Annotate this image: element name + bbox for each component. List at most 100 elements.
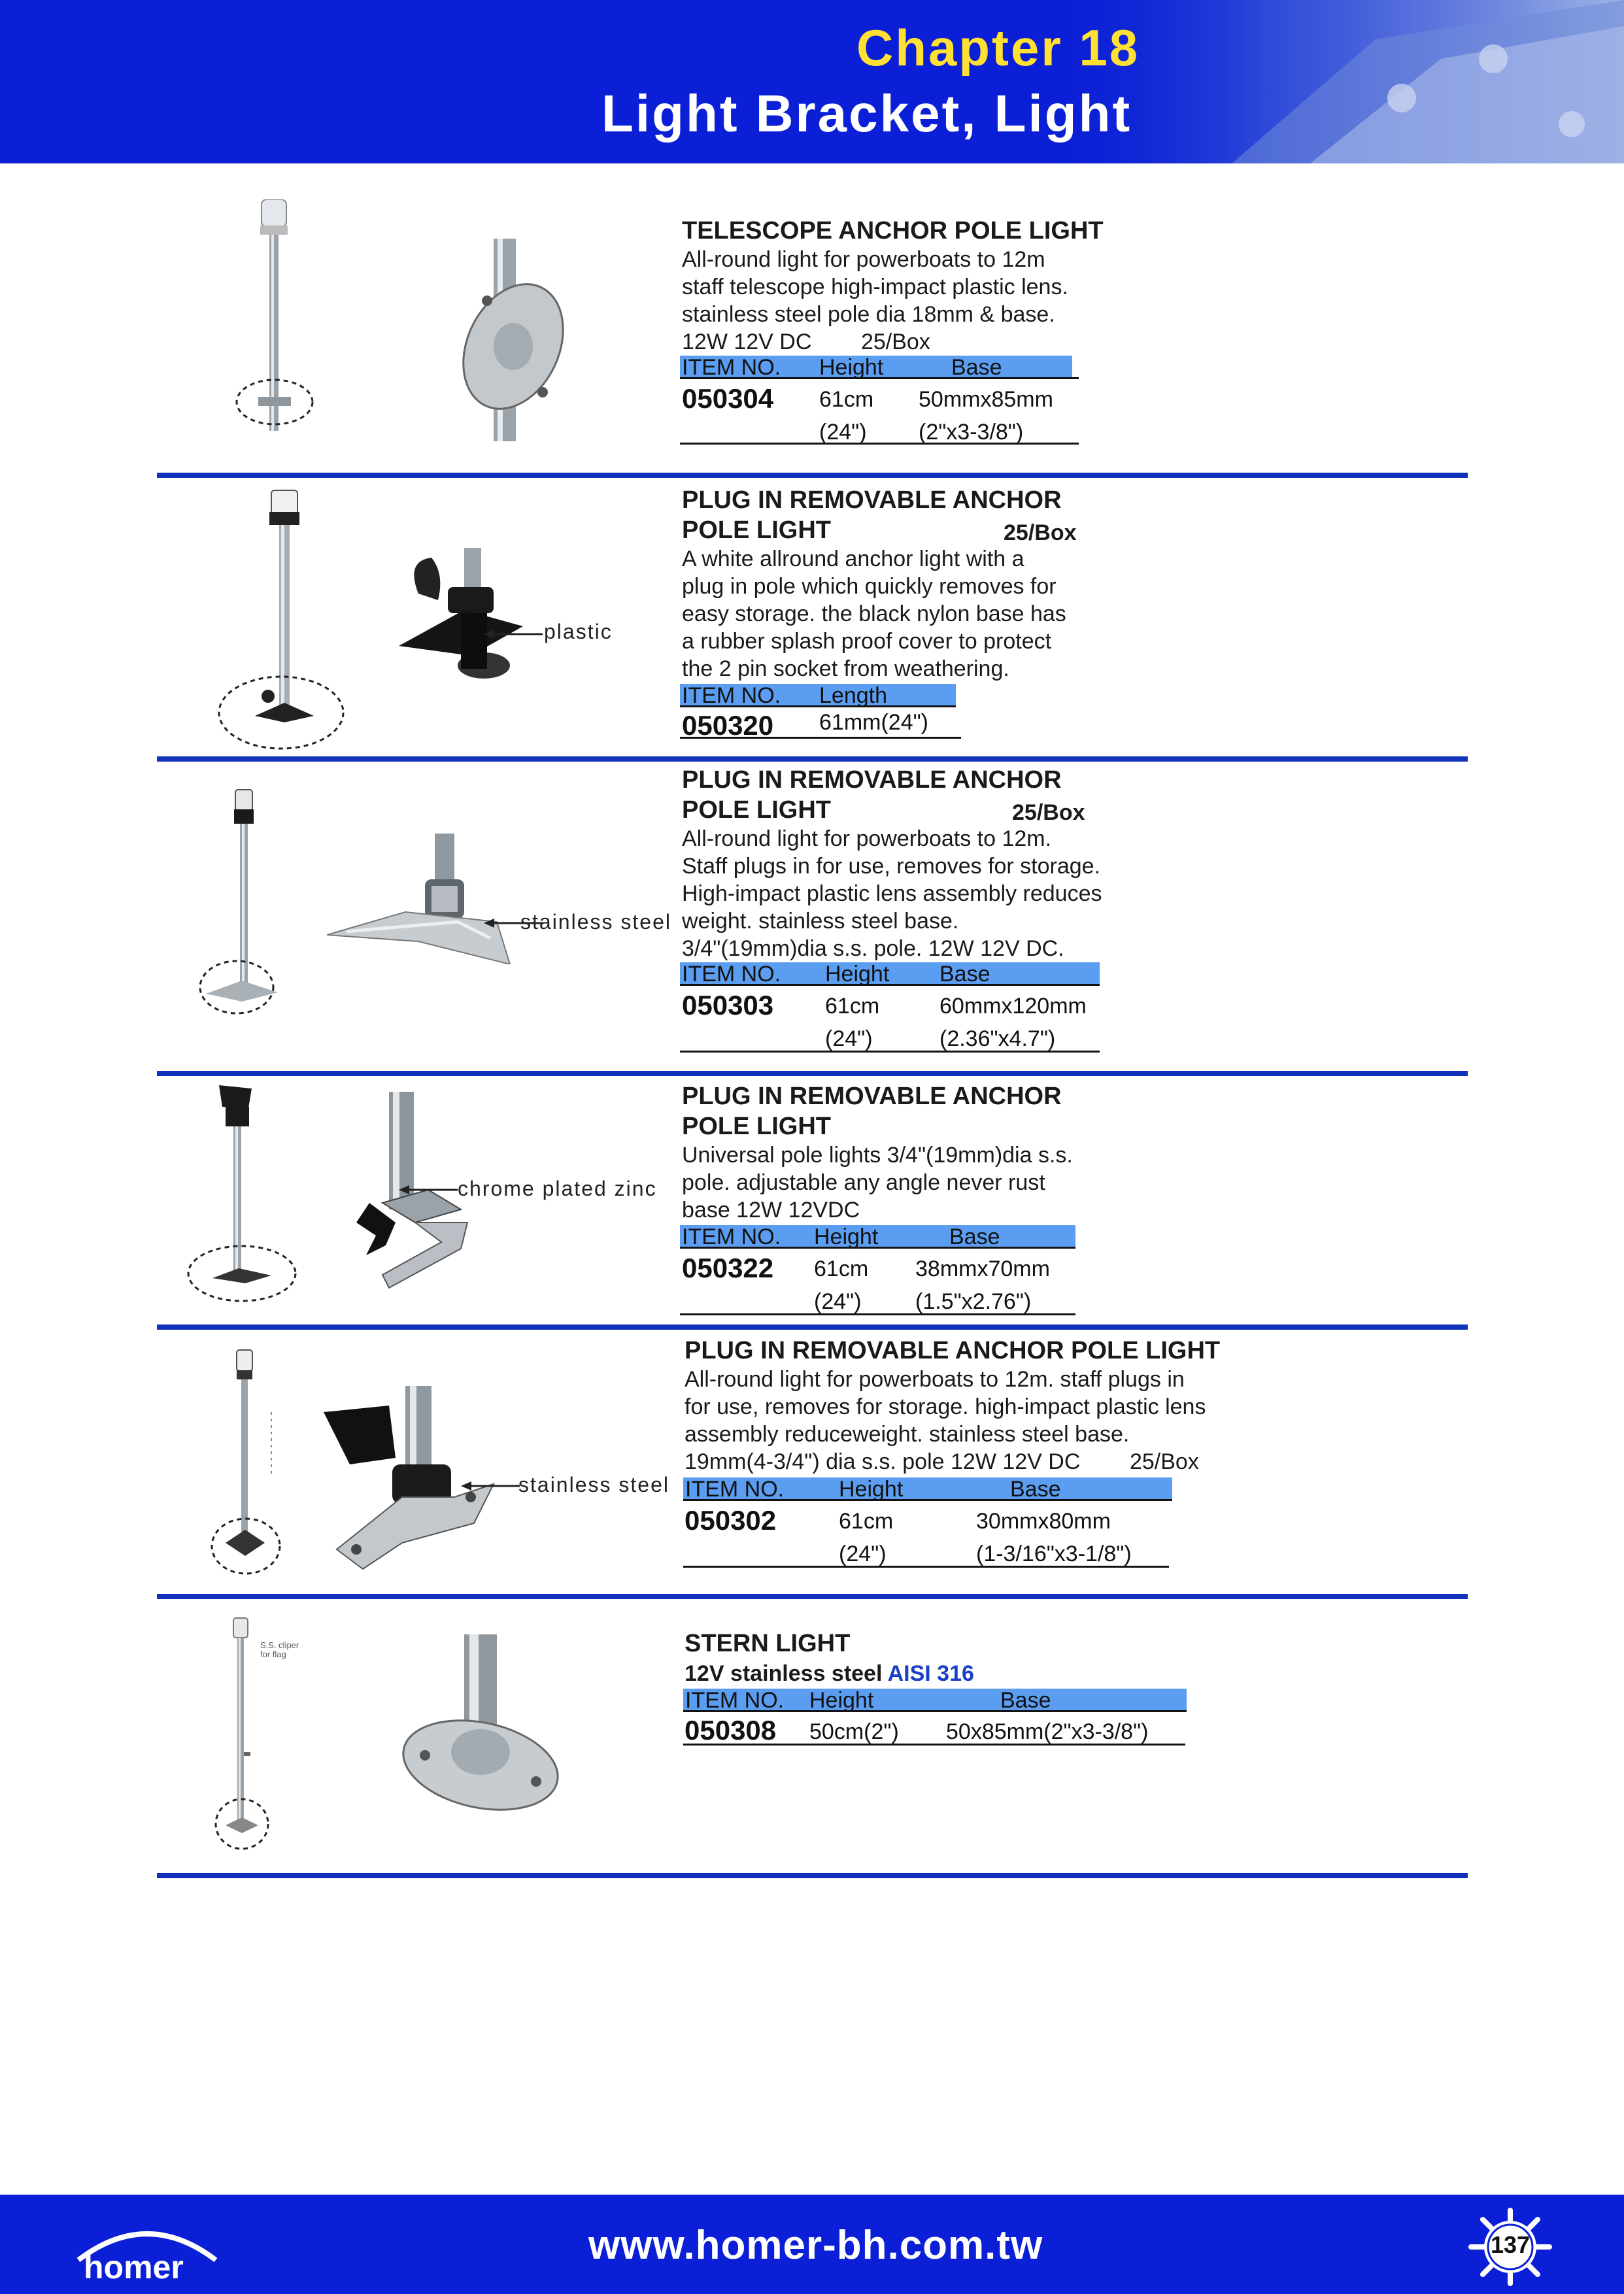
length-value: 61mm(24"): [819, 710, 928, 735]
height-value: 61cm: [825, 994, 880, 1019]
product-title: STERN LIGHT: [685, 1630, 851, 1657]
height-value-inch: (24"): [814, 1289, 862, 1314]
product-title-line2: POLE LIGHT: [682, 796, 831, 824]
product-subtitle: 12V stainless steel AISI 316: [685, 1659, 974, 1689]
item-number: 050304: [682, 383, 774, 414]
material-callout: chrome plated zinc: [458, 1177, 657, 1200]
callout-arrow: [484, 630, 543, 639]
table-header: ITEM NO. Height Base: [683, 1689, 1187, 1712]
flag-clip-note: S.S. cliper for flag: [260, 1641, 299, 1659]
col-item-no: ITEM NO.: [682, 1224, 781, 1249]
col-base: Base: [951, 355, 1002, 380]
subtitle-grade: AISI 316: [887, 1661, 974, 1686]
plastic-base-image: [399, 548, 523, 679]
homer-logo: homer: [76, 2231, 218, 2286]
ss-base-image: [327, 834, 511, 964]
ss-base-image: [402, 1634, 559, 1811]
page-number: 137: [1490, 2231, 1531, 2258]
note-line: for flag: [260, 1649, 286, 1659]
pole-light-image: [218, 490, 345, 750]
col-item-no: ITEM NO.: [682, 355, 781, 380]
section-divider: [157, 1324, 1468, 1330]
ss-base-image: [324, 1386, 495, 1570]
svg-text:homer: homer: [84, 2249, 184, 2286]
col-height: Height: [839, 1477, 904, 1502]
desc-line: weight. stainless steel base.: [682, 909, 959, 934]
product-title: PLUG IN REMOVABLE ANCHOR: [682, 486, 1062, 514]
desc-line: pole. adjustable any angle never rust: [682, 1170, 1045, 1195]
desc-line: All-round light for powerboats to 12m. s…: [685, 1367, 1185, 1392]
desc-line: staff telescope high-impact plastic lens…: [682, 275, 1068, 299]
product-title: PLUG IN REMOVABLE ANCHOR: [682, 766, 1062, 794]
col-item-no: ITEM NO.: [682, 683, 781, 708]
section-divider: [157, 473, 1468, 478]
desc-line: for use, removes for storage. high-impac…: [685, 1394, 1206, 1419]
col-base: Base: [1010, 1477, 1061, 1502]
header-hinge-art: [1036, 0, 1624, 163]
desc-line: easy storage. the black nylon base has: [682, 601, 1066, 626]
material-callout: stainless steel: [520, 910, 671, 934]
desc-line: A white allround anchor light with a: [682, 547, 1024, 571]
col-length: Length: [819, 683, 887, 708]
row-rule: [680, 1051, 1100, 1053]
row-rule: [680, 1313, 1075, 1315]
product-title-line2: POLE LIGHT: [682, 1113, 831, 1140]
col-item-no: ITEM NO.: [682, 962, 781, 987]
header-rule: [1072, 377, 1079, 379]
desc-line: Staff plugs in for use, removes for stor…: [682, 854, 1101, 879]
item-number: 050320: [682, 710, 774, 741]
website-url[interactable]: www.homer-bh.com.tw: [588, 2223, 1043, 2268]
material-callout: stainless steel: [518, 1473, 669, 1496]
stern-light-image: [214, 1617, 269, 1850]
pack-qty: 25/Box: [1004, 520, 1077, 545]
table-header: ITEM NO. Height Base: [683, 1477, 1172, 1501]
desc-line: Universal pole lights 3/4"(19mm)dia s.s.: [682, 1143, 1073, 1168]
desc-line: 19mm(4-3/4") dia s.s. pole 12W 12V DC 25…: [685, 1449, 1199, 1474]
item-number: 050308: [685, 1715, 777, 1746]
page-footer: homer www.homer-bh.com.tw 137: [0, 2195, 1624, 2294]
height-value: 61cm: [819, 387, 874, 412]
subtitle-material: 12V stainless steel: [685, 1661, 888, 1686]
desc-line: High-impact plastic lens assembly reduce…: [682, 881, 1102, 906]
desc-line: assembly reduceweight. stainless steel b…: [685, 1422, 1130, 1447]
desc-line: All-round light for powerboats to 12m.: [682, 826, 1052, 851]
pole-light-image: [187, 1085, 297, 1302]
height-value-inch: (24"): [825, 1026, 873, 1051]
col-base: Base: [949, 1224, 1000, 1249]
row-rule: [680, 443, 1079, 445]
desc-line: a rubber splash proof cover to protect: [682, 629, 1052, 654]
col-height: Height: [825, 962, 890, 987]
note-line: S.S. cliper: [260, 1640, 299, 1650]
col-item-no: ITEM NO.: [685, 1688, 785, 1713]
table-header: ITEM NO. Length: [680, 684, 956, 707]
row-rule: [683, 1566, 1169, 1568]
chapter-title: Light Bracket, Light: [601, 84, 1132, 143]
product-description: All-round light for powerboats to 12m. s…: [685, 1366, 1206, 1476]
base-value: 30mmx80mm: [976, 1509, 1111, 1534]
col-height: Height: [819, 355, 884, 380]
height-value: 61cm: [814, 1257, 869, 1281]
pack-qty: 25/Box: [1012, 800, 1085, 825]
base-value-inch: (2"x3-3/8"): [919, 420, 1024, 445]
table-header: ITEM NO. Height Base: [680, 1225, 1075, 1249]
height-value: 50cm(2"): [809, 1719, 899, 1744]
chapter-number: Chapter 18: [856, 19, 1140, 76]
row-rule: [683, 1744, 1185, 1746]
base-value-inch: (1.5"x2.76"): [915, 1289, 1032, 1314]
product-description: A white allround anchor light with a plu…: [682, 545, 1066, 683]
product-description: All-round light for powerboats to 12m st…: [682, 246, 1068, 356]
section-divider: [157, 1873, 1468, 1878]
base-value-inch: (1-3/16"x3-1/8"): [976, 1542, 1132, 1566]
height-value-inch: (24"): [839, 1542, 887, 1566]
base-detail-image: [462, 239, 564, 441]
base-value: 50mmx85mm: [919, 387, 1053, 412]
product-title-line2: POLE LIGHT: [682, 516, 831, 544]
desc-line: 12W 12V DC 25/Box: [682, 329, 930, 354]
table-header: ITEM NO. Height Base: [680, 962, 1100, 986]
col-base: Base: [1000, 1688, 1051, 1713]
callout-arrow: [461, 1481, 520, 1491]
base-value-inch: (2.36"x4.7"): [939, 1026, 1056, 1051]
page-header: Chapter 18 Light Bracket, Light: [0, 0, 1624, 163]
ship-wheel-icon: [1468, 2208, 1552, 2286]
pole-light-image: [199, 789, 278, 1015]
